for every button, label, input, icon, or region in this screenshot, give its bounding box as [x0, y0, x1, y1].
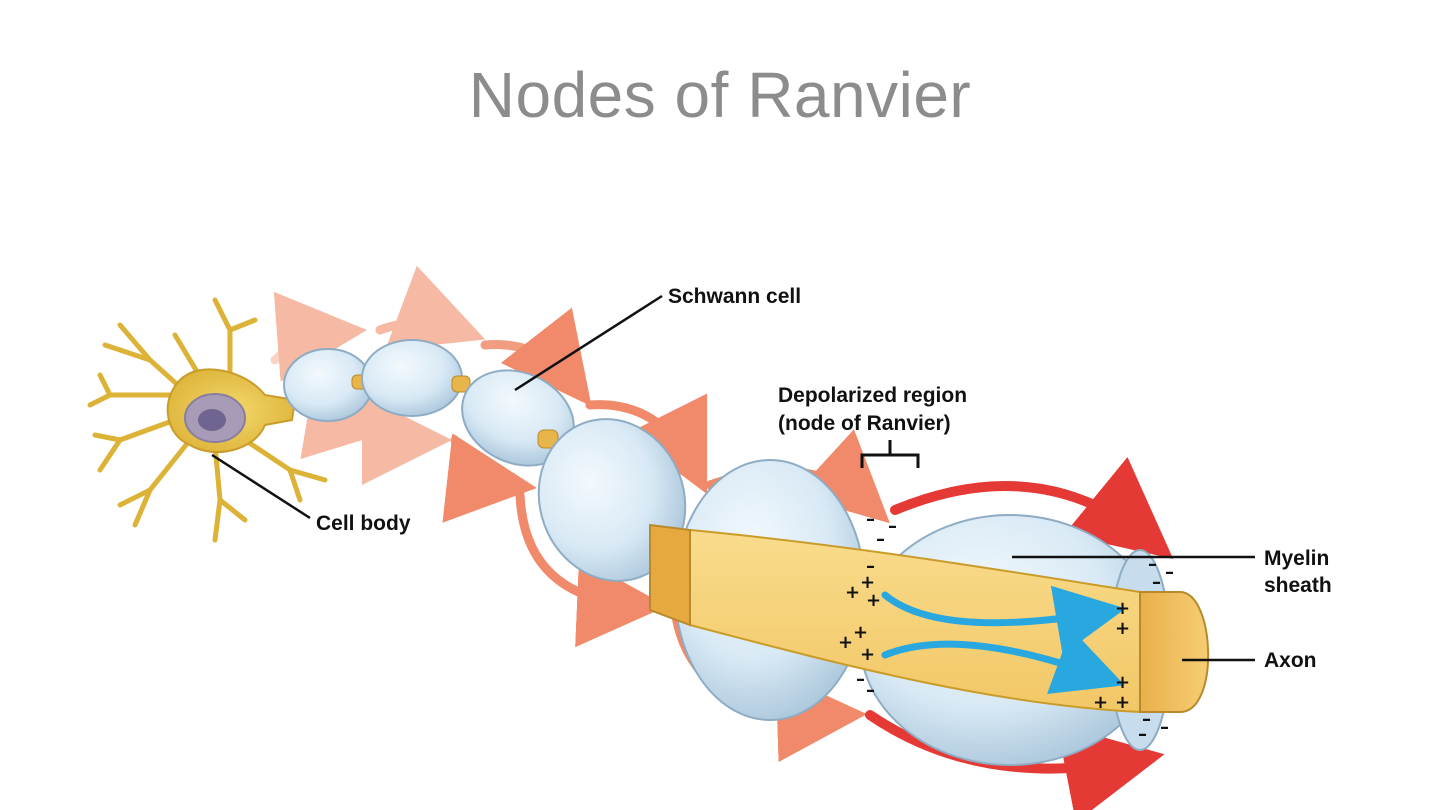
svg-text:+: + — [1115, 598, 1130, 619]
svg-text:+: + — [1115, 672, 1130, 693]
label-axon: Axon — [1264, 649, 1317, 672]
membrane-charges: + + + + + + + + + + + – – – – – – – – – … — [838, 509, 1174, 745]
label-node-of-ranvier: (node of Ranvier) — [778, 412, 951, 435]
label-depolarized-region: Depolarized region — [778, 384, 967, 407]
svg-text:–: – — [866, 680, 875, 701]
svg-text:+: + — [860, 572, 875, 593]
cell-body — [87, 297, 328, 543]
svg-text:+: + — [860, 644, 875, 665]
svg-text:+: + — [866, 590, 881, 611]
label-schwann-cell: Schwann cell — [668, 285, 801, 308]
svg-text:–: – — [1148, 554, 1157, 575]
label-sheath: sheath — [1264, 574, 1332, 597]
svg-text:+: + — [1115, 618, 1130, 639]
svg-text:–: – — [1160, 717, 1169, 738]
svg-text:–: – — [888, 516, 897, 537]
svg-text:–: – — [1138, 724, 1147, 745]
slide-title: Nodes of Ranvier — [468, 59, 972, 131]
svg-text:–: – — [866, 509, 875, 530]
node-bracket — [860, 440, 920, 468]
svg-text:–: – — [1152, 572, 1161, 593]
svg-text:+: + — [853, 622, 868, 643]
svg-text:–: – — [856, 669, 865, 690]
label-cell-body: Cell body — [316, 512, 411, 535]
svg-text:+: + — [838, 632, 853, 653]
svg-text:–: – — [1165, 562, 1174, 583]
schwann-cells-upstream — [283, 339, 687, 582]
label-myelin: Myelin — [1264, 547, 1329, 570]
label-leader-lines — [211, 294, 1255, 662]
svg-text:+: + — [1115, 692, 1130, 713]
axon — [649, 523, 1210, 714]
svg-text:+: + — [1093, 692, 1108, 713]
svg-text:+: + — [845, 582, 860, 603]
svg-text:–: – — [1142, 709, 1151, 730]
svg-text:–: – — [866, 556, 875, 577]
ion-flow-arrows — [881, 585, 1126, 695]
svg-text:–: – — [876, 529, 885, 550]
